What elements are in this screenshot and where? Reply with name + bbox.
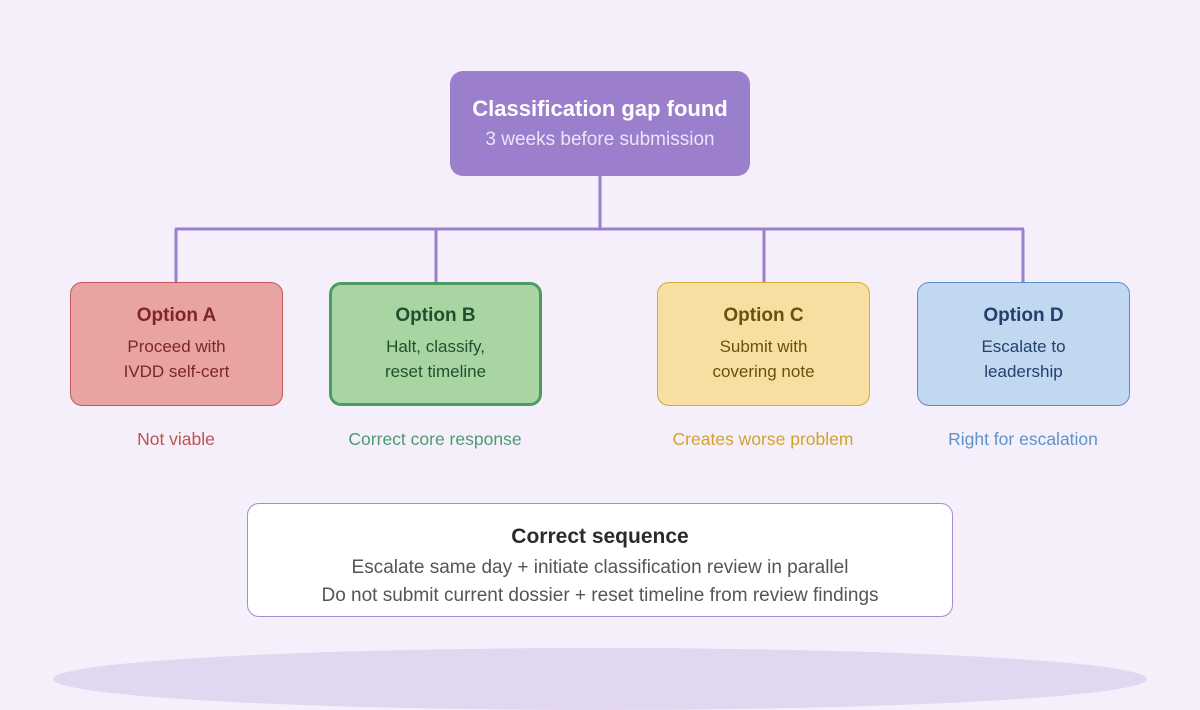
floor-shadow (53, 648, 1147, 710)
option-d-title: Option D (983, 305, 1064, 326)
summary-line-2: Do not submit current dossier + reset ti… (321, 585, 879, 606)
option-a-verdict: Not viable (137, 429, 215, 449)
option-b-node: Option B Halt, classify, reset timeline (329, 282, 542, 406)
option-a-title: Option A (136, 305, 217, 326)
option-c-title: Option C (723, 305, 804, 326)
option-c-node: Option C Submit with covering note (657, 282, 870, 406)
option-b-line2: reset timeline (384, 362, 487, 381)
summary-box: Correct sequence Escalate same day + ini… (247, 503, 953, 617)
option-c-verdict: Creates worse problem (672, 429, 854, 449)
option-a-line2: IVDD self-cert (123, 362, 230, 381)
option-c-line1: Submit with (719, 337, 808, 356)
option-b-title: Option B (395, 305, 476, 326)
root-subtitle: 3 weeks before submission (485, 128, 715, 150)
option-d-node: Option D Escalate to leadership (917, 282, 1130, 406)
option-b-line1: Halt, classify, (386, 337, 485, 356)
option-d-line1: Escalate to (981, 337, 1066, 356)
root-title: Classification gap found (472, 95, 728, 121)
summary-title: Correct sequence (511, 525, 689, 548)
option-d-verdict: Right for escalation (948, 429, 1098, 449)
root-node: Classification gap found 3 weeks before … (450, 71, 750, 176)
option-b-verdict: Correct core response (348, 429, 522, 449)
option-d-line2: leadership (984, 362, 1063, 381)
option-a-line1: Proceed with (127, 337, 226, 356)
option-c-line2: covering note (712, 362, 815, 381)
option-a-node: Option A Proceed with IVDD self-cert (70, 282, 283, 406)
summary-line-1: Escalate same day + initiate classificat… (351, 557, 849, 578)
